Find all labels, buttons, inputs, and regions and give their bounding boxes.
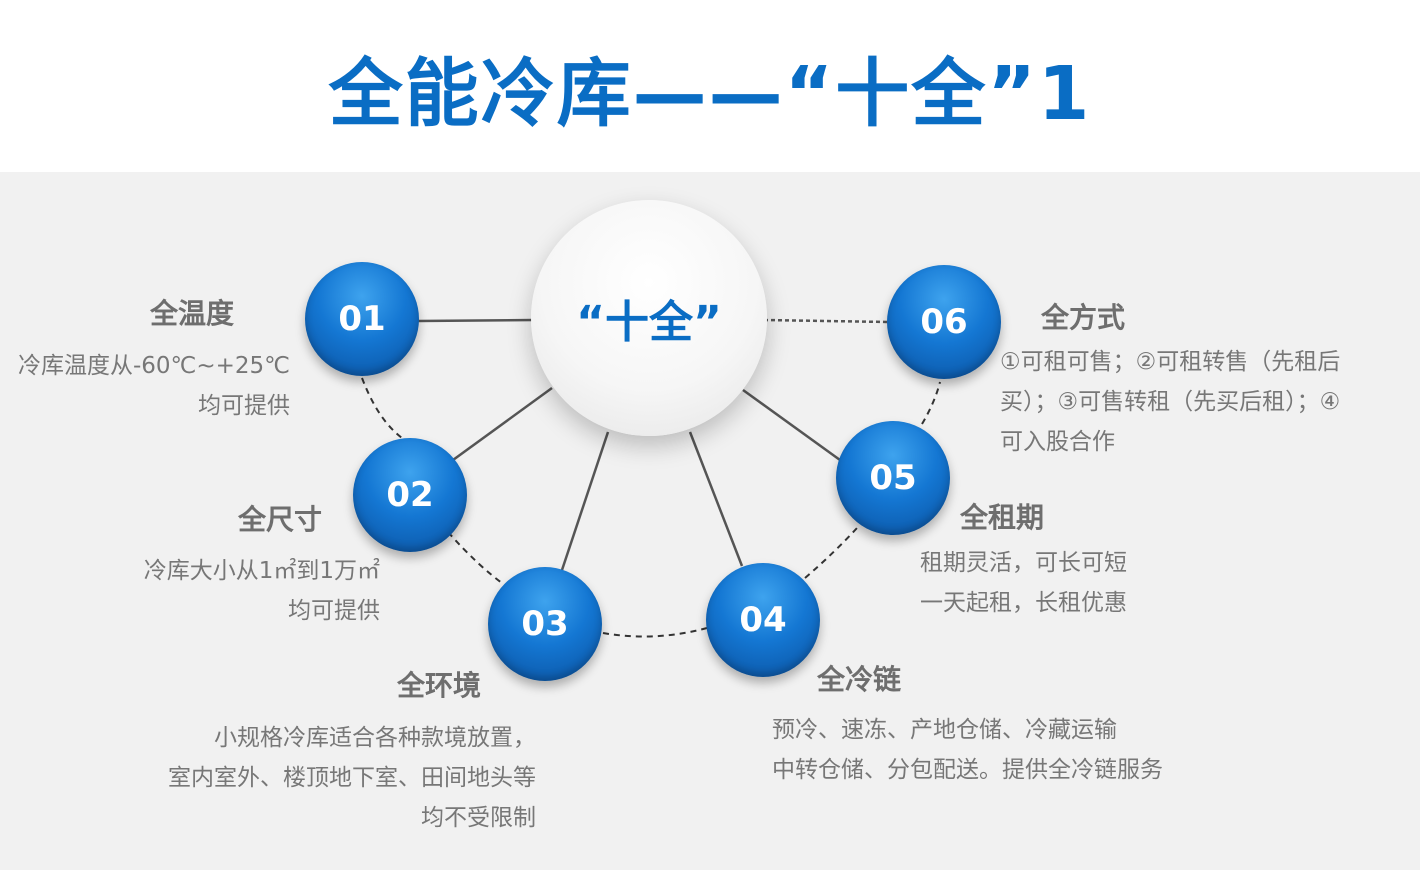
header: 全能冷库——“十全”1 [0, 0, 1420, 172]
node-02: 02 [353, 438, 467, 552]
node-03: 03 [488, 567, 602, 681]
desc-02: 冷库大小从1㎡到1万㎡ 均可提供 [144, 551, 380, 631]
node-04: 04 [706, 563, 820, 677]
heading-06: 全方式 [1041, 301, 1126, 334]
node-01: 01 [305, 262, 419, 376]
spoke-02 [452, 386, 553, 462]
desc-03-line: 均不受限制 [421, 805, 536, 831]
desc-06-line: 可入股合作 [1000, 429, 1115, 455]
heading-03: 全环境 [397, 669, 482, 702]
desc-06: ①可租可售；②可租转售（先租后 买）；③可售转租（先买后租）；④ 可入股合作 [1000, 342, 1340, 462]
desc-04-line: 中转仓储、分包配送。提供全冷链服务 [772, 757, 1163, 783]
spoke-05 [742, 388, 841, 462]
heading-04: 全冷链 [817, 663, 902, 696]
desc-03-line: 室内室外、楼顶地下室、田间地头等 [168, 765, 536, 791]
desc-05-line: 租期灵活，可长可短 [920, 550, 1127, 576]
node-05: 05 [836, 421, 950, 535]
spoke-04 [688, 431, 744, 567]
desc-05: 租期灵活，可长可短 一天起租，长租优惠 [920, 543, 1127, 623]
node-06: 06 [887, 265, 1001, 379]
spoke-06 [763, 318, 889, 324]
heading-05: 全租期 [960, 501, 1045, 534]
desc-02-line: 均可提供 [288, 598, 380, 624]
heading-02: 全尺寸 [238, 503, 323, 536]
page-title: 全能冷库——“十全”1 [328, 51, 1092, 137]
spoke-01 [417, 318, 535, 323]
center-circle: “十全” [531, 200, 767, 436]
desc-03: 小规格冷库适合各种款境放置， 室内室外、楼顶地下室、田间地头等 均不受限制 [168, 718, 536, 838]
desc-02-line: 冷库大小从1㎡到1万㎡ [143, 558, 380, 584]
desc-06-line: ①可租可售；②可租转售（先租后 [1000, 349, 1341, 375]
spoke-03 [560, 431, 610, 571]
desc-04-line: 预冷、速冻、产地仓储、冷藏运输 [772, 717, 1117, 743]
desc-01: 冷库温度从-60℃~+25℃ 均可提供 [18, 346, 290, 426]
desc-01-line: 均可提供 [198, 393, 290, 419]
heading-01: 全温度 [150, 297, 235, 330]
desc-06-line: 买）；③可售转租（先买后租）；④ [1000, 389, 1341, 415]
desc-01-line: 冷库温度从-60℃~+25℃ [17, 353, 290, 379]
desc-05-line: 一天起租，长租优惠 [920, 590, 1127, 616]
desc-04: 预冷、速冻、产地仓储、冷藏运输 中转仓储、分包配送。提供全冷链服务 [772, 710, 1163, 790]
desc-03-line: 小规格冷库适合各种款境放置， [214, 725, 536, 751]
